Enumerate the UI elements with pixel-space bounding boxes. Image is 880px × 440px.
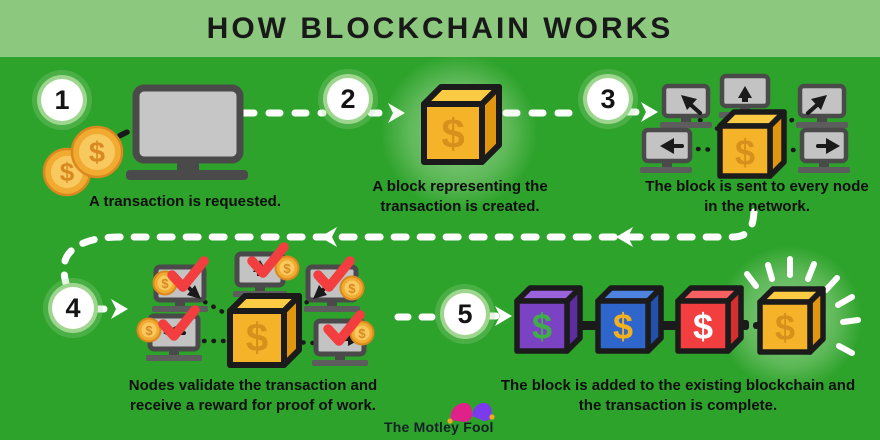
- step-4-badge: 4: [52, 287, 94, 329]
- arrow-right-icon: [495, 306, 512, 326]
- step-5-caption: The block is added to the existing block…: [500, 377, 856, 414]
- step-5-badge: 5: [444, 293, 486, 335]
- step-4-graphic: $ $ $ $: [136, 242, 375, 368]
- logo: The Motley Fool: [384, 400, 514, 438]
- step-2-caption: A block representing the transaction is …: [372, 178, 548, 215]
- svg-text:$: $: [735, 132, 755, 173]
- arrow-right-icon: [111, 299, 128, 319]
- step-3-badge: 3: [587, 78, 629, 120]
- step-4-caption: Nodes validate the transaction and recei…: [128, 377, 378, 414]
- coin-icon: $: [274, 255, 300, 281]
- svg-text:$: $: [441, 110, 464, 157]
- checkmark-icon: [158, 305, 200, 341]
- gold-block-icon: [421, 84, 502, 165]
- svg-text:$: $: [775, 307, 795, 348]
- svg-text:$: $: [246, 316, 268, 360]
- gold-block-icon: [757, 286, 826, 355]
- monitor-icon: [126, 84, 248, 180]
- step-number: 1: [54, 84, 70, 115]
- svg-text:$: $: [60, 157, 75, 187]
- node-monitor-icon: [796, 83, 848, 128]
- step-3-graphic: $: [640, 73, 850, 179]
- svg-text:$: $: [613, 306, 633, 347]
- arrow-left-icon: [616, 227, 633, 247]
- svg-text:$: $: [358, 326, 366, 341]
- svg-text:$: $: [532, 306, 552, 347]
- step-number: 5: [457, 298, 473, 329]
- svg-text:$: $: [693, 306, 713, 347]
- gold-block-icon: [227, 293, 302, 368]
- step-3-caption: The block is sent to every node in the n…: [645, 178, 869, 215]
- svg-text:$: $: [89, 137, 105, 169]
- svg-text:$: $: [283, 261, 291, 276]
- checkmark-icon: [323, 310, 365, 346]
- step-2-graphic: $: [381, 54, 537, 210]
- svg-text:$: $: [348, 281, 356, 296]
- jester-hat-icon: [447, 402, 495, 424]
- gold-block-icon: [717, 109, 787, 179]
- step-5-graphic: $ $ $ $: [514, 246, 862, 390]
- node-monitor-icon: [660, 83, 712, 128]
- step-number: 2: [340, 83, 356, 114]
- node-monitor-icon: [798, 127, 850, 173]
- blue-block-icon: [595, 285, 664, 354]
- step-1-caption: A transaction is requested.: [89, 193, 281, 210]
- step-1-badge: 1: [41, 79, 83, 121]
- arrow-left-icon: [320, 227, 337, 247]
- sunburst-rays-icon: [744, 256, 861, 356]
- header-band: HOW BLOCKCHAIN WORKS: [0, 0, 880, 57]
- arrow-right-icon: [641, 102, 658, 122]
- checkmark-icon: [313, 256, 355, 292]
- return-path: [60, 208, 758, 297]
- purple-block-icon: [514, 285, 583, 354]
- node-monitor-icon: [640, 127, 693, 173]
- checkmark-icons: [158, 242, 365, 346]
- step-number: 3: [600, 83, 616, 114]
- coin-icon: $: [339, 275, 365, 301]
- page-title: HOW BLOCKCHAIN WORKS: [206, 12, 674, 45]
- coin-icon: $: [136, 317, 162, 343]
- logo-text: The Motley Fool: [384, 419, 494, 435]
- svg-text:$: $: [161, 276, 169, 291]
- step-number: 4: [65, 292, 81, 323]
- svg-text:$: $: [145, 323, 153, 338]
- checkmark-icon: [167, 256, 209, 292]
- step-1-graphic: $ $: [42, 84, 248, 197]
- step-2-badge: 2: [327, 78, 369, 120]
- flow-connectors: [60, 108, 758, 321]
- checkmark-icon: [247, 242, 289, 278]
- coins-icon: $ $: [42, 125, 124, 197]
- red-block-icon: [675, 285, 744, 354]
